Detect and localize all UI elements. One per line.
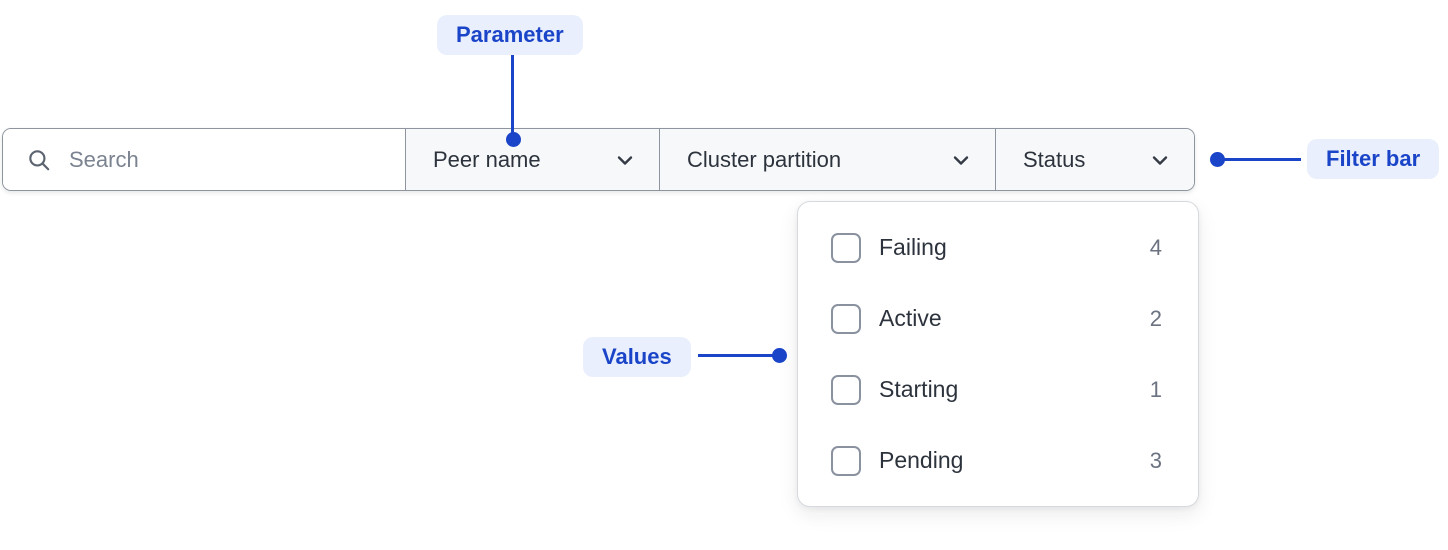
filter-bar-connector-line xyxy=(1217,158,1301,161)
option-count: 4 xyxy=(1149,234,1162,260)
option-label: Starting xyxy=(879,376,959,402)
status-option-active[interactable]: Active 2 xyxy=(798,283,1198,354)
search-icon xyxy=(29,149,50,170)
checkbox-failing[interactable] xyxy=(831,232,861,263)
option-label: Pending xyxy=(879,447,964,473)
dropdown-peer-name-label: Peer name xyxy=(433,146,541,172)
chevron-down-icon xyxy=(617,155,633,165)
checkbox-pending[interactable] xyxy=(831,445,861,476)
option-label: Active xyxy=(879,305,942,331)
status-option-starting[interactable]: Starting 1 xyxy=(798,354,1198,425)
search-field[interactable] xyxy=(3,129,405,190)
chevron-down-icon xyxy=(1152,155,1168,165)
values-connector-line xyxy=(698,354,779,357)
status-option-failing[interactable]: Failing 4 xyxy=(798,212,1198,283)
option-label: Failing xyxy=(879,234,947,260)
search-input[interactable] xyxy=(69,146,359,173)
checkbox-starting[interactable] xyxy=(831,374,861,405)
option-count: 1 xyxy=(1149,376,1162,402)
dropdown-peer-name[interactable]: Peer name xyxy=(405,129,659,190)
chevron-down-icon xyxy=(953,155,969,165)
dropdown-status-label: Status xyxy=(1023,146,1086,172)
status-option-pending[interactable]: Pending 3 xyxy=(798,425,1198,496)
parameter-annotation-badge: Parameter xyxy=(437,15,583,55)
status-dropdown-panel: Failing 4 Active 2 Starting 1 Pending 3 xyxy=(797,201,1199,507)
dropdown-cluster-partition[interactable]: Cluster partition xyxy=(659,129,995,190)
dropdown-status[interactable]: Status xyxy=(995,129,1194,190)
parameter-connector-line xyxy=(511,55,514,134)
option-count: 3 xyxy=(1149,447,1162,473)
parameter-connector-dot xyxy=(506,132,521,147)
filter-bar-connector-dot xyxy=(1210,152,1225,167)
values-connector-dot xyxy=(772,348,787,363)
filter-bar: Peer name Cluster partition Status xyxy=(2,128,1195,191)
values-annotation-badge: Values xyxy=(583,337,691,377)
dropdown-cluster-partition-label: Cluster partition xyxy=(687,146,842,172)
option-count: 2 xyxy=(1149,305,1162,331)
filter-bar-annotation-badge: Filter bar xyxy=(1307,139,1440,179)
checkbox-active[interactable] xyxy=(831,303,861,334)
